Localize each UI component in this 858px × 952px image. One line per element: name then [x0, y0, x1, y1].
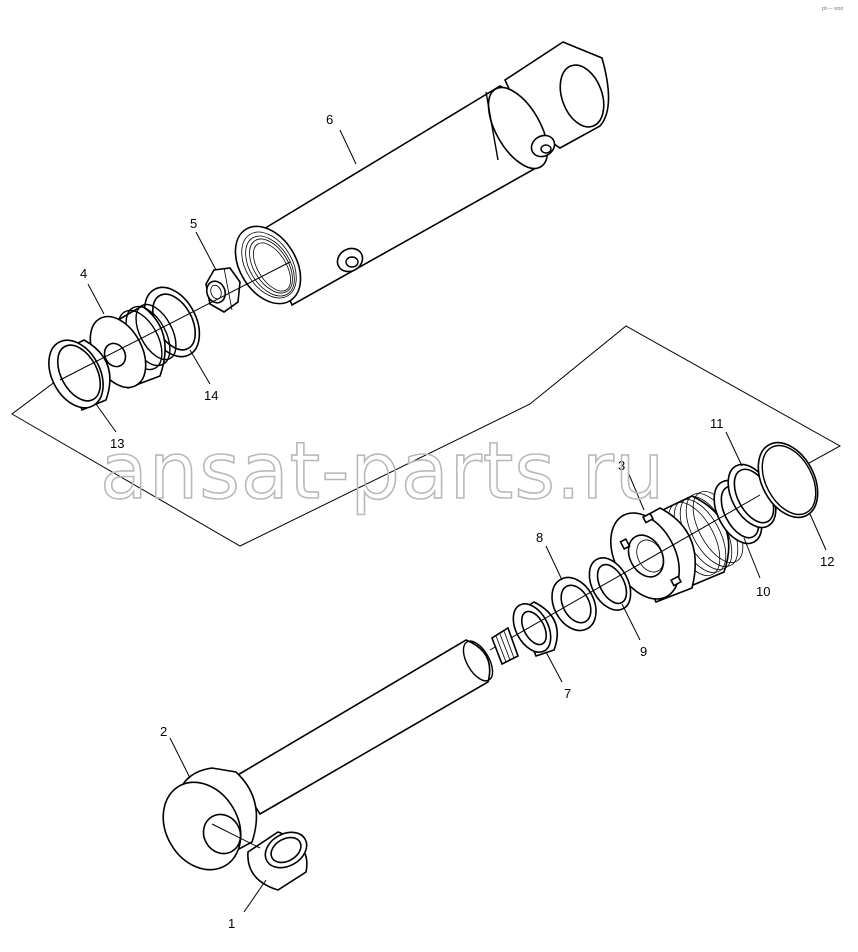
exploded-view-outline: [11, 325, 842, 547]
callout-5: 5: [190, 216, 197, 231]
watermark-text: ansat-parts.ru: [100, 427, 665, 517]
rod-seal: [588, 557, 632, 611]
callout-9: 9: [640, 644, 647, 659]
callout-6: 6: [326, 112, 333, 127]
piston-rod: [162, 626, 519, 871]
gland-outer-o-ring: [757, 441, 819, 519]
callout-4: 4: [80, 266, 87, 281]
callout-7: 7: [564, 686, 571, 701]
drawing-code: pt--- ooo: [822, 6, 843, 12]
eye-axis: [211, 823, 261, 849]
upper-assembly-axis: [59, 261, 291, 381]
callout-8: 8: [536, 530, 543, 545]
rod-wiper: [512, 601, 559, 657]
lower-assembly-axis: [489, 494, 761, 651]
callout-1: 1: [228, 916, 235, 931]
callout-12: 12: [820, 554, 834, 569]
rod-seal-ring: [551, 576, 597, 632]
callout-3: 3: [618, 458, 625, 473]
callout-11: 11: [710, 416, 724, 431]
leader-lines: [87, 129, 827, 913]
piston-wiper-seal: [48, 339, 111, 412]
callout-labels: 6 5 4 14 13 3 11 10 12 8 9 7 2 1: [80, 112, 834, 931]
callout-2: 2: [160, 724, 167, 739]
callout-14: 14: [204, 388, 218, 403]
callout-10: 10: [756, 584, 770, 599]
cylinder-gland: [610, 491, 744, 604]
eye-bushing: [247, 831, 308, 891]
cylinder-barrel: [234, 41, 610, 307]
callout-13: 13: [110, 436, 124, 451]
